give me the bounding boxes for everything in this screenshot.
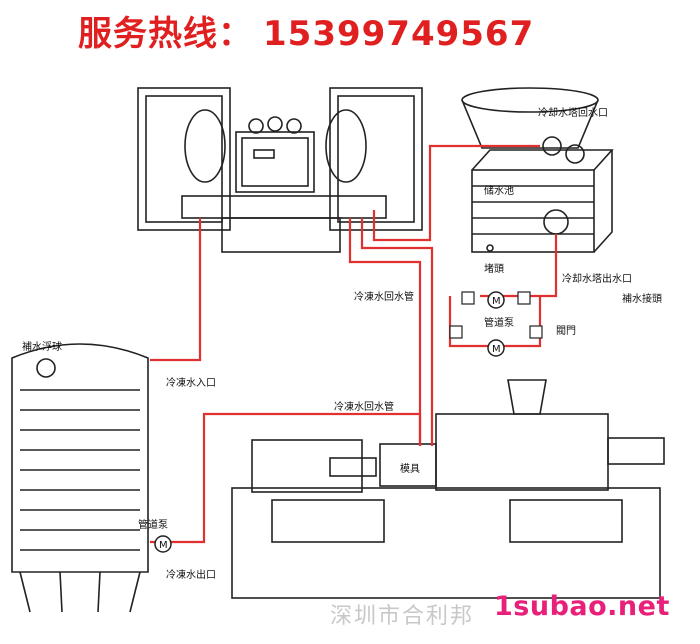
label-valve: 閥門 (556, 325, 576, 337)
valve-1-icon (461, 291, 475, 305)
pump-top-icon (487, 291, 505, 309)
label-return-pipe-mid: 冷凍水回水管 (334, 400, 394, 413)
label-return-pipe-top: 冷凍水回水管 (354, 290, 414, 303)
base-panel-right (509, 499, 623, 543)
injection-molding-machine (231, 379, 665, 599)
valve-2-icon (517, 291, 531, 305)
pump-mid-icon (487, 339, 505, 357)
label-chilled-inlet: 冷凍水入口 (166, 376, 216, 389)
tank-side (593, 150, 613, 253)
label-tower-outlet: 冷却水塔出水口 (562, 272, 632, 285)
pipe-chilled-supply (360, 218, 434, 446)
valve-3-icon (449, 325, 463, 339)
tank-outlet-port (543, 209, 569, 235)
compressor-left (184, 109, 226, 183)
clamp-ram (329, 457, 377, 477)
machine-base (231, 487, 661, 599)
callout-labels: 冷却水塔回水口 储水池 堵頭 冷却水塔出水口 補水接頭 管道泵 閥門 冷凍水回水… (22, 106, 662, 581)
chiller-frame-left (137, 87, 231, 231)
fan-1 (248, 118, 264, 134)
compressor-right (325, 109, 367, 183)
label-drain: 堵頭 (484, 262, 504, 275)
cooling-tower (461, 87, 599, 164)
label-pump-top: 管道泵 (484, 316, 514, 329)
label-pump-bottom: 管道泵 (138, 518, 168, 531)
injection-motor (607, 437, 665, 465)
water-storage-tank (471, 149, 614, 253)
float-ball (36, 358, 56, 378)
chiller-frame-right (329, 87, 423, 231)
drain-plug (486, 244, 494, 252)
tower-outlet-1 (542, 136, 562, 156)
pipe-tower-outlet (480, 234, 558, 298)
evaporator-tube (181, 195, 387, 219)
hotline-phone: 15399749567 (263, 14, 535, 54)
valve-4-icon (529, 325, 543, 339)
pipe-chilled-return (348, 218, 422, 446)
clamp-unit (251, 439, 363, 493)
makeup-water-tank (11, 343, 149, 613)
pump-top-symbol: M (492, 296, 501, 307)
tower-body (461, 99, 599, 149)
pumps-and-valves: M M M (154, 291, 543, 553)
base-panel-left (271, 499, 385, 543)
control-display (253, 149, 275, 159)
control-box (235, 131, 315, 193)
injection-unit (435, 413, 609, 491)
label-tower-return-inlet: 冷却水塔回水口 (538, 106, 608, 119)
chiller-frame-left-inner (145, 95, 223, 223)
tank-body (11, 343, 149, 573)
label-storage-tank: 储水池 (484, 184, 514, 197)
water-chiller (137, 87, 423, 253)
tank-wall (471, 169, 595, 253)
label-float-tank: 補水浮球 (22, 340, 62, 353)
tower-outlet-2 (565, 144, 585, 164)
hotline-label: 服务热线： (78, 14, 253, 54)
label-makeup-joint: 補水接頭 (622, 292, 662, 305)
fan-2 (267, 116, 283, 132)
chiller-base (221, 217, 341, 253)
pipe-chilled-inlet (150, 218, 202, 362)
pump-bottom-icon (154, 535, 172, 553)
chiller-frame-right-inner (337, 95, 415, 223)
label-chilled-outlet: 冷凍水出口 (166, 568, 216, 581)
hotline-banner: 服务热线：15399749567 (78, 6, 638, 58)
pump-mid-symbol: M (492, 344, 501, 355)
tank-top (471, 149, 614, 171)
fan-3 (286, 118, 302, 134)
tank-legs (19, 571, 141, 613)
hopper (507, 379, 547, 415)
control-panel (241, 137, 309, 187)
pipe-tower-return (372, 144, 540, 242)
watermark-text: 深圳市合利邦 (330, 604, 475, 629)
pipe-chilled-outlet (150, 412, 422, 544)
brand-logo: 1subao.net (494, 591, 670, 622)
label-mold: 模具 (400, 463, 420, 475)
pump-bottom-symbol: M (159, 540, 168, 551)
